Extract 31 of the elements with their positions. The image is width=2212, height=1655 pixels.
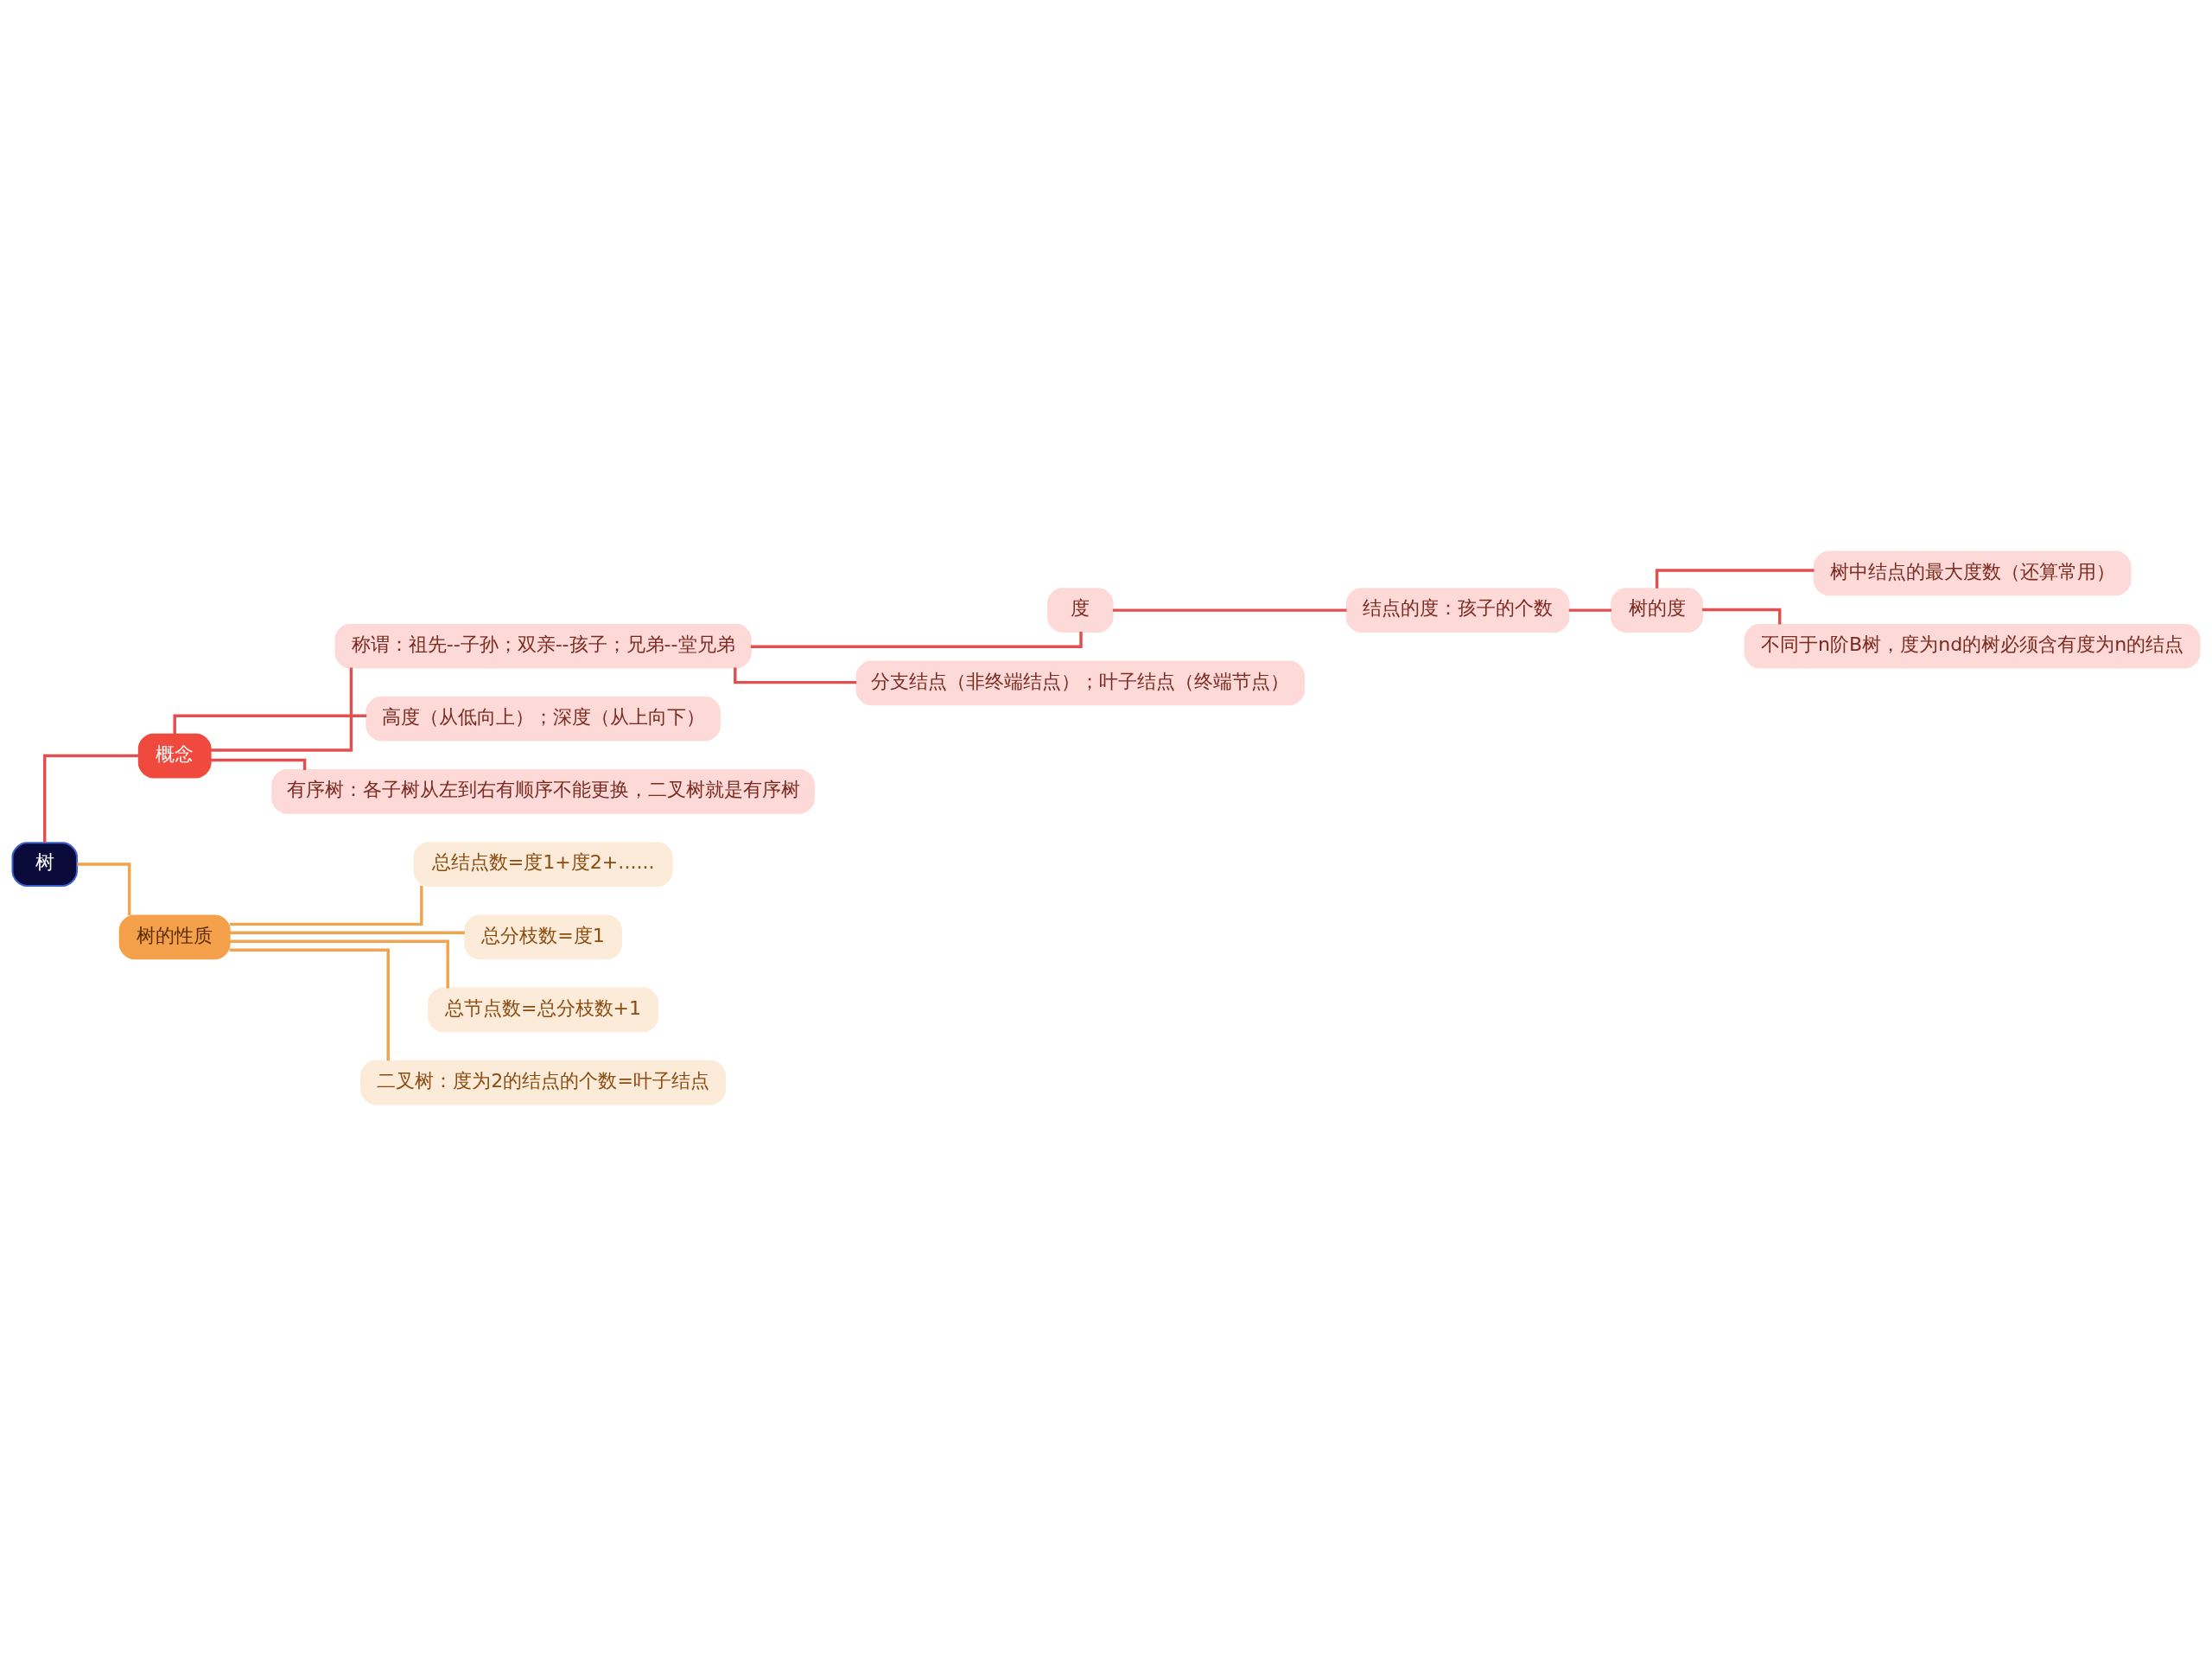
connector xyxy=(229,939,449,988)
node-box: 称谓：祖先--子孙；双亲--孩子；兄弟--堂兄弟 xyxy=(334,623,752,668)
node-box: 二叉树：度为2的结点的个数=叶子结点 xyxy=(360,1060,727,1104)
connector xyxy=(210,758,307,770)
node-box: 结点的度：孩子的个数 xyxy=(1345,587,1570,633)
node-box: 总结点数=度1+度2+...... xyxy=(413,841,673,887)
node-box: 不同于n阶B树，度为nd的树必须含有度为n的结点 xyxy=(1744,623,2201,668)
connector xyxy=(1112,608,1347,612)
node-box: 有序树：各子树从左到右有顺序不能更换，二叉树就是有序树 xyxy=(271,768,815,814)
connector xyxy=(77,862,131,915)
connector xyxy=(230,931,465,934)
node-box: 高度（从低向上）；深度（从上向下） xyxy=(365,696,721,742)
connector xyxy=(734,667,857,684)
connector xyxy=(1702,608,1782,625)
node-box: 树 xyxy=(11,841,79,887)
node-box: 度 xyxy=(1047,587,1114,633)
connector xyxy=(1568,608,1611,612)
connector xyxy=(43,754,139,843)
node-box: 概念 xyxy=(137,733,212,778)
node-box: 总分枝数=度1 xyxy=(464,913,623,959)
node-box: 树的性质 xyxy=(118,913,231,959)
connector xyxy=(173,714,367,734)
connector xyxy=(1655,568,1815,589)
connector xyxy=(229,947,390,1060)
connector xyxy=(750,631,1083,648)
node-box: 分支结点（非终端结点）；叶子结点（终端节点） xyxy=(855,659,1306,705)
node-box: 总节点数=总分枝数+1 xyxy=(428,987,659,1032)
connector xyxy=(229,885,423,926)
node-box: 树中结点的最大度数（还算常用） xyxy=(1813,551,2132,595)
node-box: 树的度 xyxy=(1611,587,1704,633)
connector xyxy=(211,667,353,752)
